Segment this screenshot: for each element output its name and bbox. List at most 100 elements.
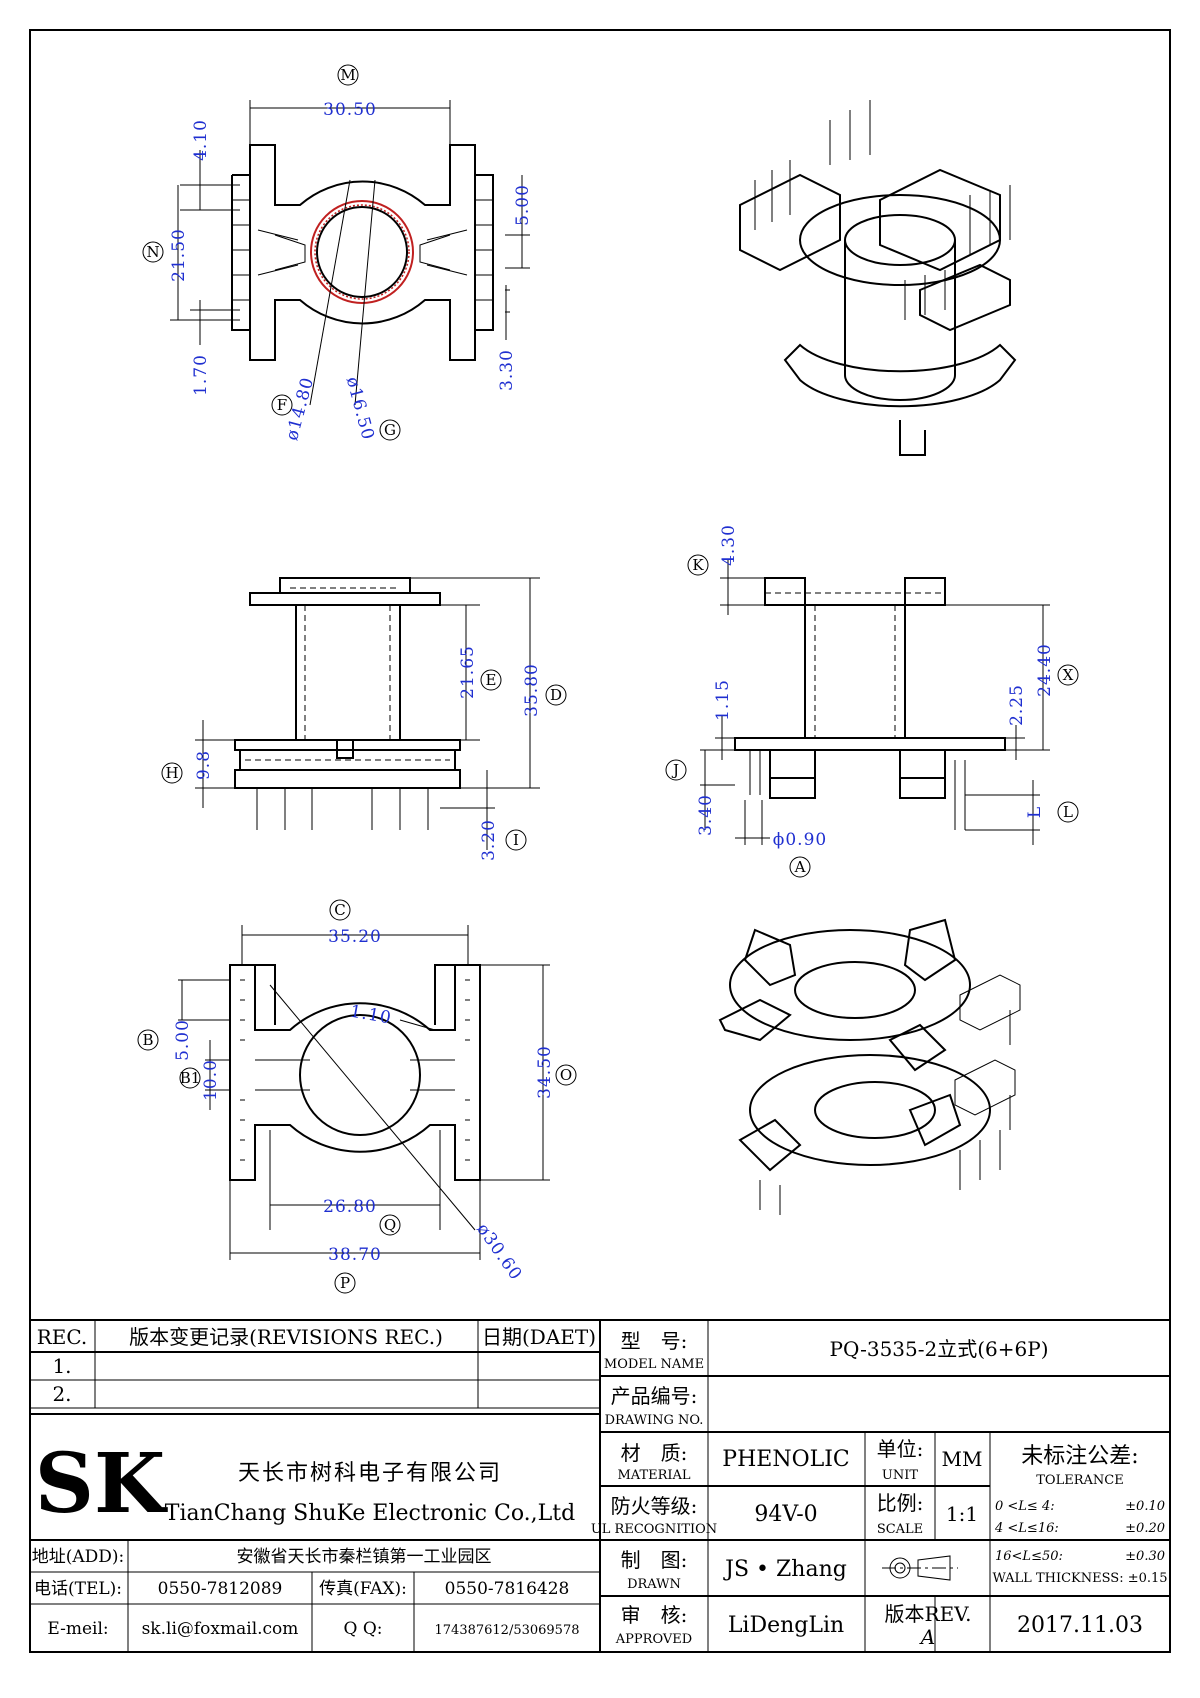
ul-label-cn: 防火等级: — [611, 1494, 698, 1518]
company-cn: 天长市树科电子有限公司 — [238, 1461, 502, 1486]
tolerance-range-1: 0 <L≤ 4: — [995, 1499, 1055, 1514]
tolerance-en: TOLERANCE — [1036, 1473, 1123, 1488]
address-label: 地址(ADD): — [32, 1547, 125, 1567]
dim-l: L — [1025, 806, 1045, 818]
rev-value: A — [919, 1625, 935, 1649]
dim-k: 4.30 — [719, 524, 739, 566]
company-logo: SK — [35, 1436, 168, 1532]
projection-symbol-icon — [882, 1555, 958, 1581]
ul-value: 94V-0 — [754, 1502, 817, 1527]
address-value: 安徽省天长市秦栏镇第一工业园区 — [237, 1547, 492, 1567]
dim-h1: 4.10 — [191, 119, 211, 161]
dim-o: 34.50 — [535, 1045, 555, 1099]
tel-label: 电话(TEL): — [34, 1579, 122, 1599]
qq-label: Q Q: — [343, 1619, 382, 1639]
callout-F: F — [277, 396, 287, 414]
company-en: TianChang ShuKe Electronic Co.,Ltd — [165, 1501, 575, 1526]
dim-h2: 21.50 — [169, 228, 189, 282]
callout-K: K — [692, 556, 704, 574]
dim-p: 38.70 — [328, 1245, 382, 1265]
callout-P: P — [340, 1274, 350, 1292]
rev-date-header: 日期(DAET) — [482, 1325, 596, 1349]
date-value: 2017.11.03 — [1017, 1613, 1143, 1638]
tolerance-cn: 未标注公差: — [1021, 1444, 1138, 1469]
tolerance-range-2: 4 <L≤16: — [994, 1521, 1059, 1536]
dim-h4: 5.00 — [513, 184, 533, 226]
callout-M: M — [340, 66, 355, 84]
fax-label: 传真(FAX): — [319, 1579, 407, 1599]
callout-Q: Q — [384, 1216, 396, 1234]
dim-q: 26.80 — [323, 1197, 377, 1217]
rev-desc-header: 版本变更记录(REVISIONS REC.) — [129, 1325, 443, 1349]
material-label-en: MATERIAL — [617, 1468, 690, 1483]
callout-E: E — [486, 671, 497, 689]
scale-label-en: SCALE — [877, 1522, 923, 1537]
dim-i: 3.20 — [479, 819, 499, 861]
front-view: 21.65 35.80 9.8 3.20 E D H I — [161, 577, 567, 861]
callout-I: I — [513, 831, 519, 849]
wall-thickness: WALL THICKNESS: ±0.15 — [992, 1571, 1167, 1586]
dim-x: 24.40 — [1035, 643, 1055, 697]
email-label: E-meil: — [47, 1619, 108, 1639]
callout-A: A — [794, 858, 806, 876]
top-view: 30.50 4.10 21.50 1.70 5.00 3.30 ø14.80 ø… — [142, 64, 533, 443]
isometric-bottom — [718, 918, 1021, 1215]
unit-value: MM — [942, 1447, 983, 1471]
side-view: 4.30 24.40 2.25 1.15 3.40 ϕ0.90 L K X J … — [665, 524, 1079, 878]
drawing-label-cn: 产品编号: — [611, 1384, 698, 1408]
bottom-view: 35.20 1.10 5.00 10.0 34.50 26.80 38.70 ø… — [137, 899, 577, 1294]
drawn-value: JS • Zhang — [723, 1557, 847, 1582]
rev-label: 版本REV. — [885, 1602, 972, 1626]
callout-B1: B1 — [180, 1069, 201, 1087]
dim-width: 30.50 — [323, 100, 377, 120]
tolerance-range-3: 16<L≤50: — [995, 1549, 1063, 1564]
tel-value: 0550-7812089 — [158, 1579, 283, 1599]
approved-label-en: APPROVED — [615, 1632, 692, 1647]
callout-J: J — [671, 761, 679, 779]
drawing-label-en: DRAWING NO. — [605, 1413, 704, 1428]
callout-H: H — [165, 764, 178, 782]
dim-j: 3.40 — [696, 794, 716, 836]
drawn-label-en: DRAWN — [627, 1577, 681, 1592]
dim-h: 9.8 — [194, 750, 214, 780]
approved-label-cn: 审 核: — [621, 1603, 688, 1627]
model-value: PQ-3535-2立式(6+6P) — [830, 1337, 1049, 1361]
approved-value: LiDengLin — [728, 1613, 844, 1638]
dim-b: 5.00 — [173, 1019, 193, 1061]
callout-C: C — [334, 901, 345, 919]
material-value: PHENOLIC — [722, 1447, 849, 1472]
callout-N: N — [146, 243, 159, 261]
unit-label-en: UNIT — [882, 1468, 918, 1483]
rev-row-1: 1. — [52, 1354, 71, 1378]
dim-b1: 10.0 — [201, 1059, 221, 1101]
drawn-label-cn: 制 图: — [621, 1548, 688, 1572]
dim-c1: 1.15 — [713, 679, 733, 721]
scale-value: 1:1 — [946, 1502, 978, 1526]
callout-L: L — [1063, 803, 1073, 821]
callout-G: G — [384, 421, 396, 439]
callout-X: X — [1063, 666, 1074, 684]
dim-d1: ø14.80 — [282, 375, 318, 443]
model-label-cn: 型 号: — [621, 1329, 688, 1353]
scale-label-cn: 比例: — [877, 1491, 924, 1515]
callout-D: D — [550, 686, 562, 704]
model-label-en: MODEL NAME — [604, 1357, 704, 1372]
dim-h5: 3.30 — [497, 349, 517, 391]
tolerance-value-1: ±0.10 — [1125, 1499, 1165, 1514]
rev-row-2: 2. — [52, 1382, 71, 1406]
callout-O: O — [560, 1066, 572, 1084]
qq-value: 174387612/53069578 — [435, 1623, 580, 1638]
dim-h3: 1.70 — [191, 354, 211, 396]
title-block: REC. 版本变更记录(REVISIONS REC.) 日期(DAET) 1. … — [29, 1319, 1171, 1653]
dim-e: 21.65 — [458, 645, 478, 699]
dim-a: ϕ0.90 — [773, 830, 827, 850]
email-value: sk.li@foxmail.com — [142, 1619, 299, 1639]
dim-c2: 2.25 — [1007, 684, 1027, 726]
tolerance-value-3: ±0.30 — [1125, 1549, 1165, 1564]
ul-label-en: UL RECOGNITION — [591, 1522, 717, 1537]
dim-c: 35.20 — [328, 927, 382, 947]
fax-value: 0550-7816428 — [445, 1579, 570, 1599]
tolerance-value-2: ±0.20 — [1125, 1521, 1165, 1536]
material-label-cn: 材 质: — [621, 1441, 688, 1465]
